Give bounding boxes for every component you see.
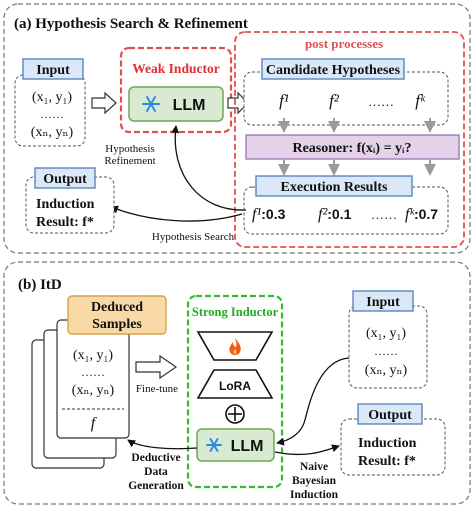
sample-pair-n: (xₙ, yₙ) [72, 383, 115, 398]
hypothesis-f1: f¹ [279, 91, 289, 110]
input-label-b: Input [366, 295, 400, 310]
reasoner-box [245, 134, 460, 160]
input-to-llm-arrow [276, 357, 350, 446]
bayes-label-1: Naive [300, 461, 328, 473]
input-label-box-b [352, 290, 414, 312]
candidate-hypotheses-label-box [261, 58, 405, 80]
input-pair-1-a: (x₁, y₁) [32, 90, 72, 105]
hypothesis-fk: fᵏ [415, 91, 426, 110]
candidate-hypotheses-box [243, 71, 449, 126]
input-pair-n-b: (xₙ, yₙ) [365, 363, 408, 378]
bayes-label-2: Bayesian [292, 475, 337, 487]
bayesian-arrow [274, 444, 340, 456]
snowflake-icon [206, 438, 222, 452]
input-pair-1-b: (x₁, y₁) [366, 326, 406, 341]
flame-icon [229, 338, 241, 355]
deductive-label-1: Deductive [131, 452, 180, 464]
output-label-box-b [357, 403, 423, 425]
score-dots: …… [371, 207, 397, 222]
hollow-arrow-finetune [135, 354, 178, 380]
hollow-arrow-llm-to-post [227, 91, 249, 115]
output-box-b [340, 418, 446, 476]
search-arrow [110, 205, 243, 222]
strong-llm-box [196, 428, 275, 462]
lora-top-trapezoid [196, 331, 274, 361]
strong-inductor-frame [186, 294, 284, 489]
weak-inductor-label: Weak Inductor [132, 61, 219, 76]
strong-llm-label: LLM [231, 438, 264, 455]
score-f2: f²:0.1 [318, 206, 352, 223]
search-label: Hypothesis Search [152, 231, 235, 243]
input-dots-b: …… [374, 344, 398, 358]
lora-label: LoRA [219, 379, 251, 393]
deductive-arrow [127, 439, 198, 450]
output-line2-b: Result: f* [358, 454, 416, 469]
output-line1-a: Induction [36, 197, 95, 212]
execution-results-label-box [255, 175, 413, 197]
reasoner-label: Reasoner: f(xᵢ) = yᵢ? [292, 141, 411, 156]
deduced-samples-label-1: Deduced [91, 300, 143, 315]
weak-llm-box [128, 86, 224, 122]
sample-f: f [91, 415, 98, 432]
deduced-samples-label-box [67, 295, 167, 335]
hollow-arrow-input-to-llm [91, 91, 117, 115]
execution-results-box [243, 186, 449, 235]
execution-results-label: Execution Results [281, 180, 389, 195]
panel-a-title: (a) Hypothesis Search & Refinement [14, 16, 248, 32]
input-dots-a: …… [40, 107, 64, 121]
sample-dots: …… [81, 365, 105, 379]
refinement-label-1: Hypothesis [105, 143, 155, 155]
output-line2-a: Result: f* [36, 215, 94, 230]
weak-inductor-frame [119, 46, 233, 134]
input-label-a: Input [36, 63, 70, 78]
panel-b-frame [3, 261, 471, 505]
panel-b-title: (b) ItD [18, 277, 62, 293]
deductive-label-2: Data [144, 466, 168, 478]
panel-a-frame [3, 3, 471, 254]
output-line1-b: Induction [358, 436, 417, 451]
score-f1: f¹:0.3 [252, 206, 286, 223]
output-label-a: Output [43, 172, 87, 187]
deductive-label-3: Generation [128, 480, 184, 492]
strong-inductor-label: Strong Inductor [192, 305, 279, 319]
output-label-b: Output [368, 408, 412, 423]
hypothesis-f2: f² [329, 91, 340, 110]
finetune-label: Fine-tune [136, 383, 178, 395]
sample-pair-1: (x₁, y₁) [73, 348, 113, 363]
candidate-hypotheses-label: Candidate Hypotheses [266, 63, 401, 78]
refinement-label-2: Refinement [104, 155, 155, 167]
output-label-box-a [34, 167, 96, 189]
lora-bottom-trapezoid [196, 369, 274, 399]
bayes-label-3: Induction [290, 489, 339, 501]
refinement-arrow [171, 125, 247, 211]
post-processes-label: post processes [305, 36, 383, 51]
post-processes-frame [234, 31, 465, 248]
score-fk: fᵏ:0.7 [405, 206, 438, 223]
snowflake-icon [142, 96, 160, 112]
hypothesis-dots: …… [368, 94, 394, 109]
input-label-box-a [22, 58, 84, 80]
deduced-samples-label-2: Samples [92, 317, 142, 332]
input-pair-n-a: (xₙ, yₙ) [31, 125, 74, 140]
weak-llm-label: LLM [173, 97, 206, 114]
